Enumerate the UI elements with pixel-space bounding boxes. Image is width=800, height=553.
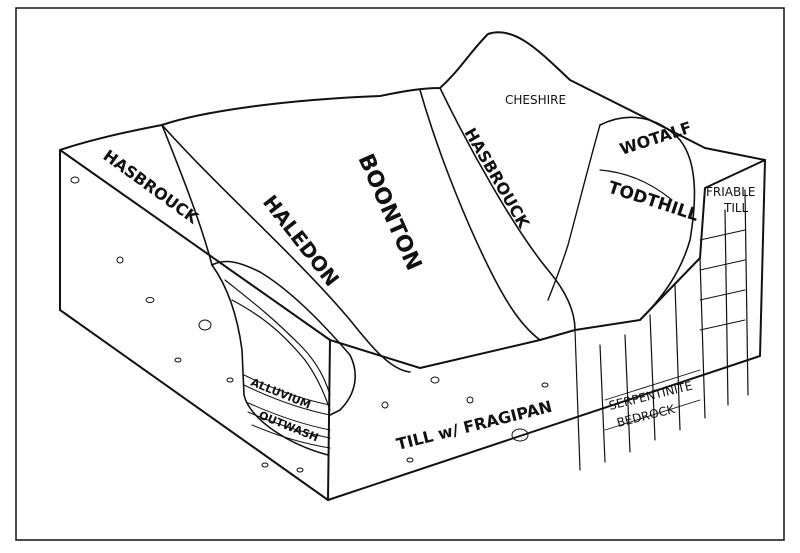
stream-valley [211, 260, 356, 416]
bedrock-joints [604, 229, 746, 431]
label-haledon: HALEDON [258, 190, 344, 291]
boundary-todthill [599, 116, 696, 321]
label-friable: FRIABLE [706, 185, 756, 199]
alluvium-layers [243, 374, 331, 449]
boundary-boonton-hasbrouck [419, 89, 541, 341]
stream-channel-1 [224, 279, 331, 396]
label-till-fragipan: TILL w/ FRAGIPAN [394, 397, 554, 454]
block-left-face [59, 149, 331, 501]
block-front-face [327, 159, 766, 501]
boundary-haledon-boonton [161, 124, 411, 373]
valley-section [211, 264, 329, 456]
label-boonton: BOONTON [353, 150, 427, 274]
boundary-wotalf-todthill [599, 169, 673, 201]
boundary-wotalf [547, 124, 601, 301]
label-till: TILL [723, 201, 749, 215]
label-cheshire: CHESHIRE [505, 93, 566, 107]
stream-channel-2 [231, 299, 331, 411]
till-stones [70, 176, 549, 473]
boundary-hasbrouck-cheshire [439, 87, 576, 331]
serpentinite-bedrock-columns [574, 189, 749, 471]
label-hasbrouck-right: HASBROUCK [461, 125, 534, 232]
label-todthill: TODTHILL [605, 178, 701, 226]
label-alluvium: ALLUVIUM [249, 376, 313, 412]
diagram-border [15, 7, 785, 541]
boundary-hasbrouck-haledon [161, 124, 213, 266]
